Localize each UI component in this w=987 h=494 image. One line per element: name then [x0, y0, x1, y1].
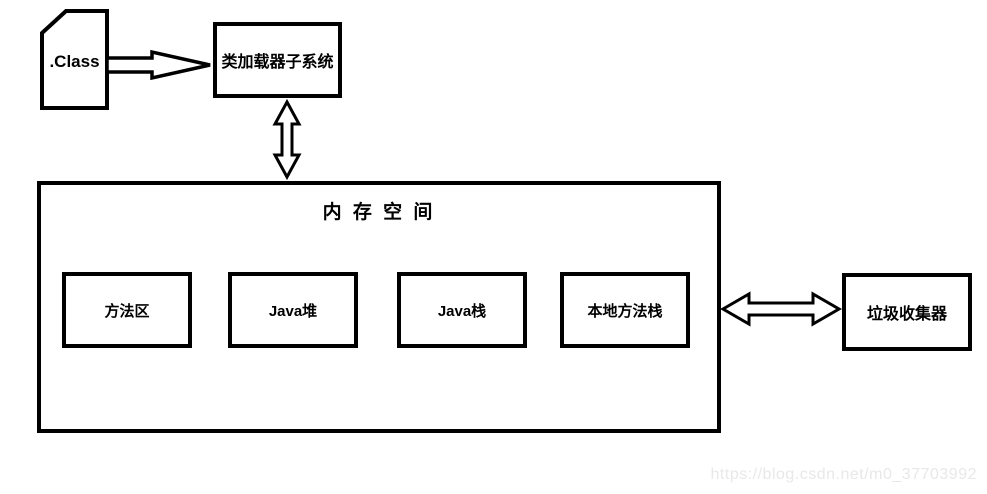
garbage-collector-label: 垃圾收集器: [866, 306, 947, 323]
arrow-class-to-loader-icon: [105, 49, 211, 81]
arrow-loader-memory-icon: [272, 98, 302, 181]
java-heap-label: Java堆: [268, 302, 318, 320]
memory-space-box: 内 存 空 间 方法区 Java堆 Java栈 本地方法栈: [37, 181, 721, 433]
memory-space-title: 内 存 空 间: [322, 202, 436, 223]
memory-region-java-heap: Java堆: [228, 272, 358, 348]
class-file-shape: [40, 9, 109, 110]
memory-region-native-method-stack: 本地方法栈: [560, 272, 690, 348]
class-file-label: .Class: [49, 52, 100, 71]
class-loader-box: 类加载器子系统: [213, 22, 342, 98]
arrow-memory-gc-icon: [719, 291, 843, 327]
memory-region-method-area: 方法区: [62, 272, 192, 348]
garbage-collector-box: 垃圾收集器: [842, 273, 972, 351]
java-stack-label: Java栈: [437, 302, 487, 320]
memory-region-java-stack: Java栈: [397, 272, 527, 348]
watermark-text: https://blog.csdn.net/m0_37703992: [710, 466, 977, 483]
class-loader-label: 类加载器子系统: [221, 54, 334, 71]
method-area-label: 方法区: [104, 302, 150, 320]
native-method-stack-label: 本地方法栈: [587, 302, 663, 320]
